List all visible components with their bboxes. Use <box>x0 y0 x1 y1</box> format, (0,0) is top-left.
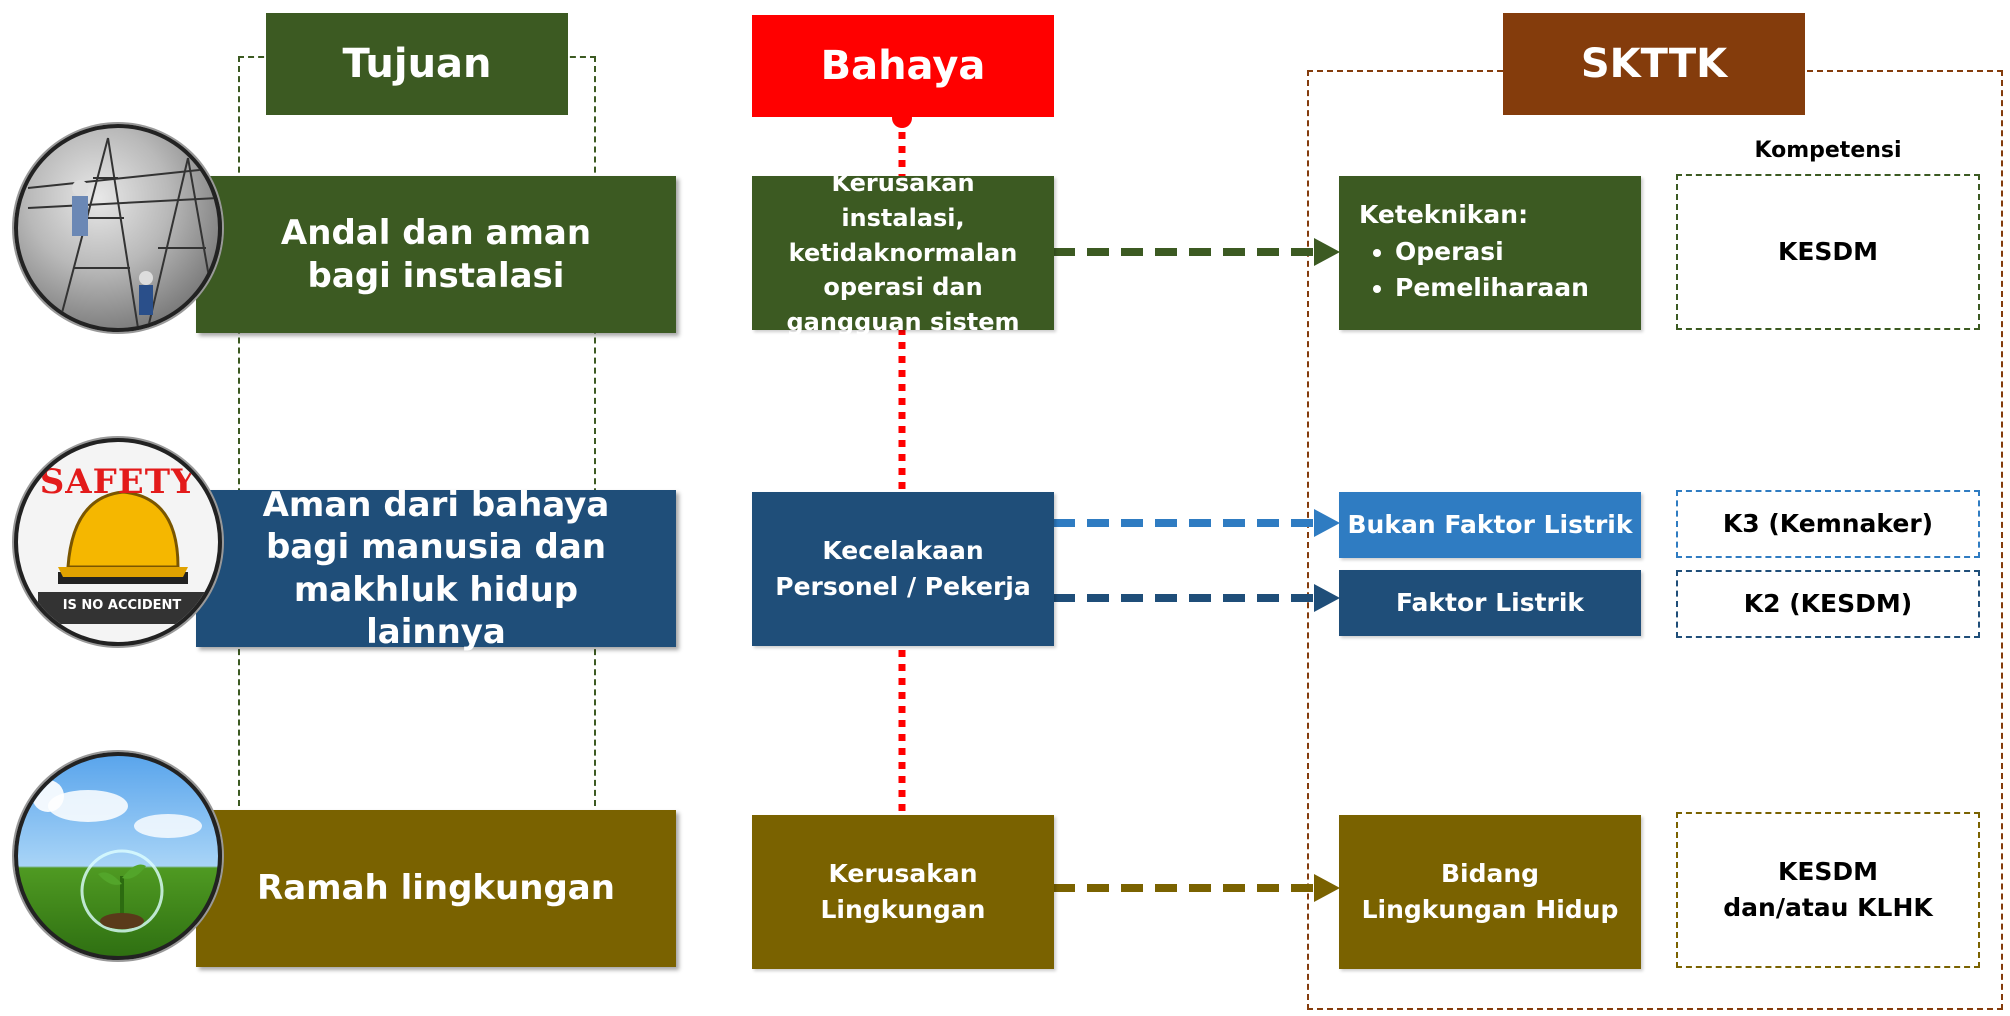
kompetensi-label: Kompetensi <box>1754 138 1902 163</box>
kompetensi-kesdm: KESDM <box>1676 174 1980 330</box>
faktor-listrik-box: Faktor Listrik <box>1339 570 1641 636</box>
arrow-lingkungan-head <box>1314 874 1340 902</box>
hazard-personel: Kecelakaan Personel / Pekerja <box>752 492 1054 646</box>
arrow-keteknikan-head <box>1314 238 1340 266</box>
arrow-bukan-faktor-head <box>1314 509 1340 537</box>
safety-badge-subtitle: IS NO ACCIDENT <box>62 598 182 613</box>
skttk-header: SKTTK <box>1503 13 1805 115</box>
electrical-tower-photo <box>14 124 222 332</box>
safety-badge-title: SAFETY <box>39 462 197 502</box>
environment-plant-photo <box>14 752 222 960</box>
keteknikan-item-pemeliharaan: Pemeliharaan <box>1395 272 1589 303</box>
bukan-faktor-listrik-box: Bukan Faktor Listrik <box>1339 492 1641 558</box>
keteknikan-title: Keteknikan: <box>1359 200 1529 230</box>
goal-manusia: Aman dari bahaya bagi manusia dan makhlu… <box>196 485 676 652</box>
tujuan-header: Tujuan <box>266 13 568 115</box>
kompetensi-k3: K3 (Kemnaker) <box>1676 490 1980 558</box>
kompetensi-kesdm-klhk: KESDM dan/atau KLHK <box>1676 812 1980 968</box>
kompetensi-k2: K2 (KESDM) <box>1676 570 1980 638</box>
hazard-lingkungan: Kerusakan Lingkungan <box>752 815 1054 969</box>
hazard-instalasi: Kerusakan instalasi, ketidaknormalan ope… <box>752 169 1054 336</box>
keteknikan-box: Keteknikan: Operasi Pemeliharaan <box>1339 176 1641 330</box>
goal-instalasi: Andal dan aman bagi instalasi <box>196 176 676 333</box>
arrow-faktor-head <box>1314 584 1340 612</box>
safety-badge-image: SAFETY IS NO ACCIDENT <box>14 438 222 646</box>
lingkungan-hidup-box: Bidang Lingkungan Hidup <box>1339 815 1641 969</box>
bahaya-header: Bahaya <box>752 15 1054 117</box>
goal-lingkungan: Ramah lingkungan <box>196 810 676 967</box>
keteknikan-item-operasi: Operasi <box>1395 236 1589 267</box>
